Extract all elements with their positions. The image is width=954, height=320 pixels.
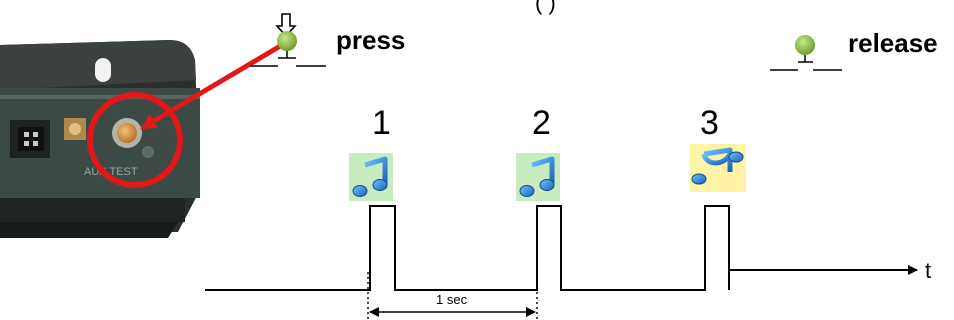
pointer-arrow xyxy=(140,42,284,131)
switch-released-icon xyxy=(770,35,842,71)
time-axis-label: t xyxy=(925,258,931,283)
music-note-icon xyxy=(349,153,393,201)
beamed-notes-icon xyxy=(690,144,746,192)
press-label: press xyxy=(336,25,405,55)
switch-pressed-icon xyxy=(250,13,326,67)
pulse-number-3: 3 xyxy=(700,104,719,142)
interval-label: 1 sec xyxy=(436,292,468,307)
test-button xyxy=(117,123,137,143)
music-note-icon xyxy=(516,153,560,201)
device-photo: AUX TEST xyxy=(0,40,200,238)
highlight-circle xyxy=(87,92,183,188)
top-partial-label: ( ) xyxy=(535,0,556,15)
release-label: release xyxy=(848,28,938,58)
pulse-waveform xyxy=(205,205,730,291)
pulse-number-2: 2 xyxy=(532,104,551,142)
pulse-number-1: 1 xyxy=(372,104,391,142)
mounting-hole xyxy=(95,58,111,82)
